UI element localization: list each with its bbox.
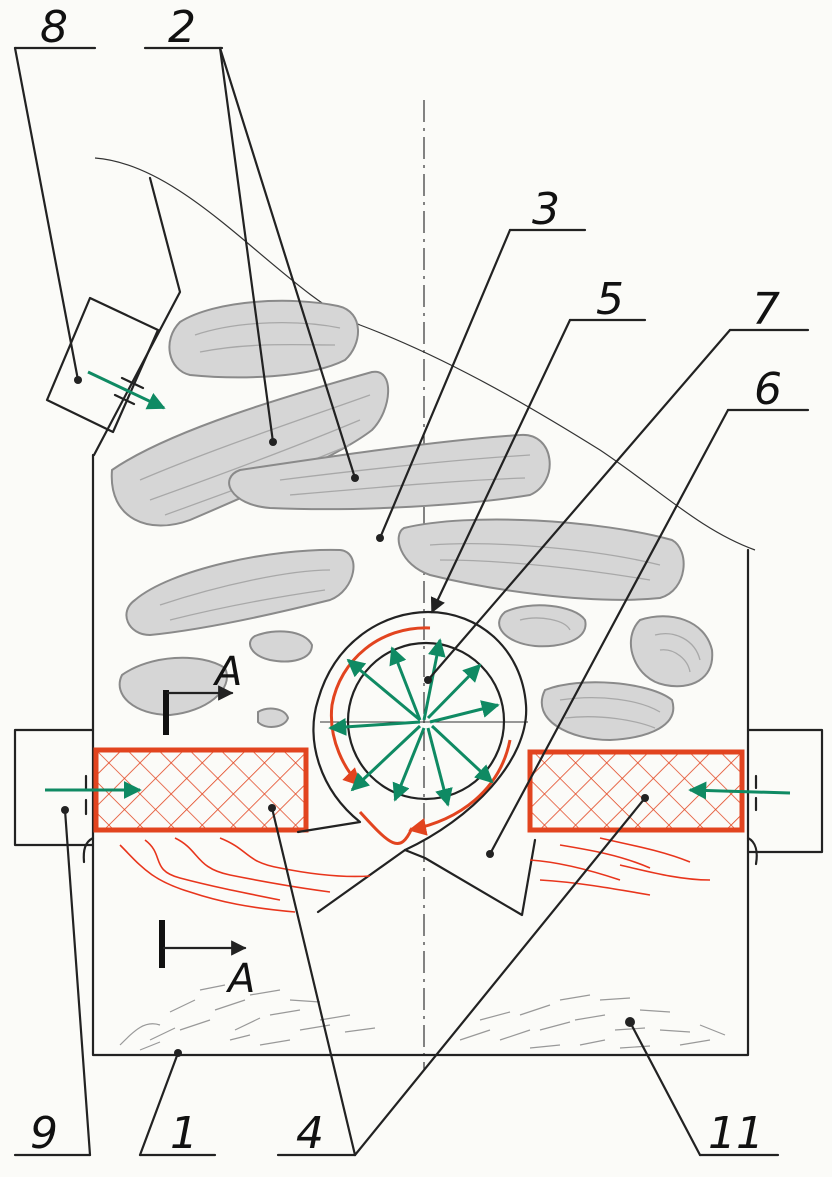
leader-lines [13,46,810,1157]
label-heaters: 4 [296,1108,324,1159]
wood-logs [110,299,714,742]
label-side-air-inlet: 9 [30,1108,58,1159]
upper-air-inlet [45,296,166,434]
label-afterburner: 5 [596,274,624,325]
label-wood: 2 [168,2,196,53]
section-marker-upper: A [163,649,242,735]
section-label-lower: A [225,956,255,1002]
hot-gas-flow [329,626,512,846]
heat-radiation [119,837,711,913]
label-firebox: 3 [532,184,560,235]
section-label-upper: A [212,649,242,695]
label-perforated-tube: 7 [752,284,780,335]
afterburner-volute [296,610,537,917]
stove-body [91,157,756,1057]
ash-pile-right [459,994,726,1049]
heater-left [93,747,309,833]
label-body: 1 [170,1108,198,1159]
side-air-inlet-right [688,728,824,866]
air-jets [328,638,500,807]
label-flap: 6 [754,364,782,415]
side-air-inlet-left [13,728,142,864]
label-ash: 11 [708,1108,764,1159]
section-marker-lower: A [159,920,255,1002]
ash-pile-left [119,984,376,1051]
label-upper-air-inlet: 8 [40,2,68,53]
